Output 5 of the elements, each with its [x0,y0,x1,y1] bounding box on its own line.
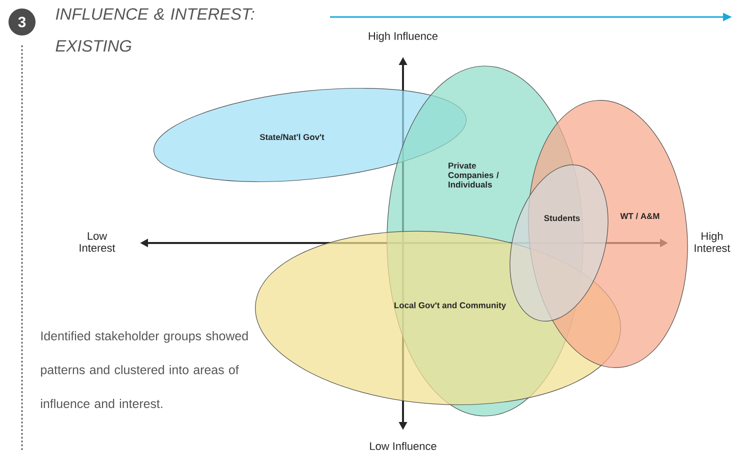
axis-label: High Influence [368,32,438,42]
axis-label: Low Interest [80,232,116,252]
axis-label: Low Influence [370,442,436,450]
step-badge: 3 [8,8,36,36]
title: INFLUENCE & INTEREST: EXISTING [56,8,254,52]
